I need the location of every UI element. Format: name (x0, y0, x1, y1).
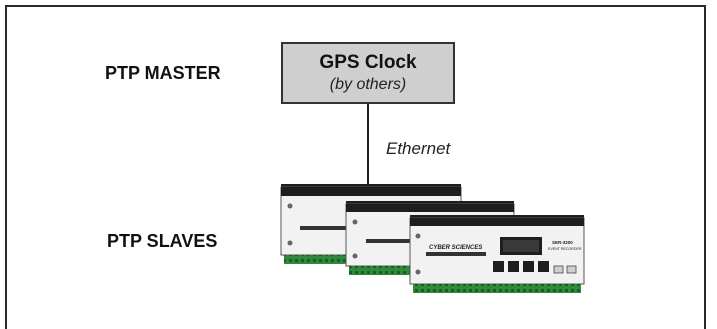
gps-clock-title: GPS Clock (319, 52, 417, 73)
device-key-3 (523, 261, 534, 272)
gps-clock-subtitle: (by others) (329, 76, 407, 93)
device-brand-text: CYBER SCIENCES (429, 245, 482, 251)
diagram-frame (5, 5, 706, 329)
gps-clock-box: GPS Clock (by others) (281, 42, 455, 104)
device-type-text: EVENT RECORDER (548, 247, 582, 251)
ptp-slaves-label: PTP SLAVES (107, 231, 218, 251)
ethernet-label: Ethernet (386, 139, 451, 158)
ptp-slave-device-3: CYBER SCIENCES SER-3200 EVENT RECORDER (409, 215, 585, 293)
device-key-1 (493, 261, 504, 272)
device-key-2 (508, 261, 519, 272)
device-model-text: SER-3200 (552, 240, 573, 245)
ptp-master-label: PTP MASTER (105, 63, 221, 83)
device-key-4 (538, 261, 549, 272)
